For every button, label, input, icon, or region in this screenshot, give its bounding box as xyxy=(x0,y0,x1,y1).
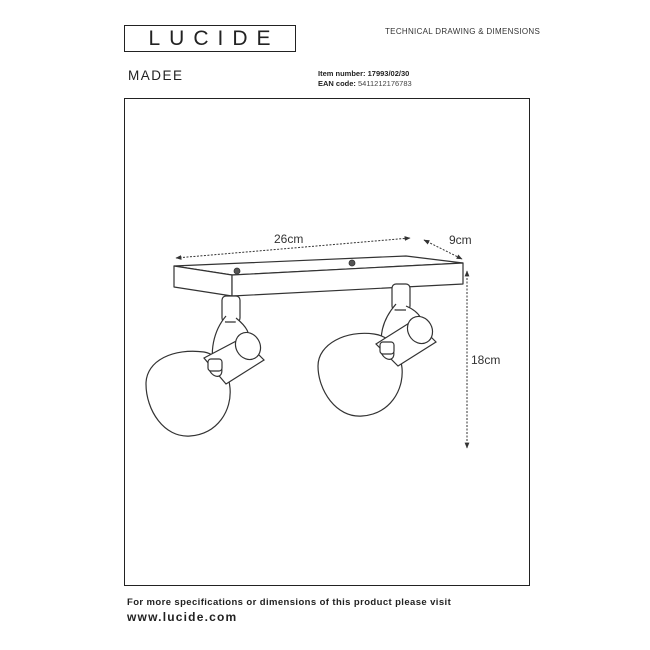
dimension-length: 26cm xyxy=(175,232,411,260)
item-number-label: Item number: xyxy=(318,69,366,78)
spotlight-left xyxy=(145,295,265,437)
technical-drawing: 26cm 9cm 18cm xyxy=(145,232,500,449)
ean-row: EAN code: 5411212176783 xyxy=(318,79,412,88)
item-number-value: 17993/02/30 xyxy=(367,69,410,78)
dimension-length-label: 26cm xyxy=(274,232,303,246)
drawing-frame xyxy=(124,98,530,586)
brand-logo: LUCIDE xyxy=(124,25,296,52)
ceiling-plate xyxy=(173,255,464,297)
dimension-depth-label: 9cm xyxy=(449,233,472,247)
document-type: TECHNICAL DRAWING & DIMENSIONS xyxy=(385,27,541,36)
dimension-height: 18cm xyxy=(464,270,500,449)
product-name: MADEE xyxy=(128,68,184,83)
ean-value: 5411212176783 xyxy=(358,79,412,88)
dimension-depth: 9cm xyxy=(423,233,472,260)
ean-label: EAN code: xyxy=(318,79,356,88)
item-number-row: Item number: 17993/02/30 xyxy=(318,69,409,78)
dimension-height-label: 18cm xyxy=(471,353,500,367)
footer-website-link[interactable]: www.lucide.com xyxy=(127,610,238,624)
spotlight-right xyxy=(317,283,437,417)
footer-note: For more specifications or dimensions of… xyxy=(127,597,452,608)
brand-logo-text: LUCIDE xyxy=(148,26,280,50)
